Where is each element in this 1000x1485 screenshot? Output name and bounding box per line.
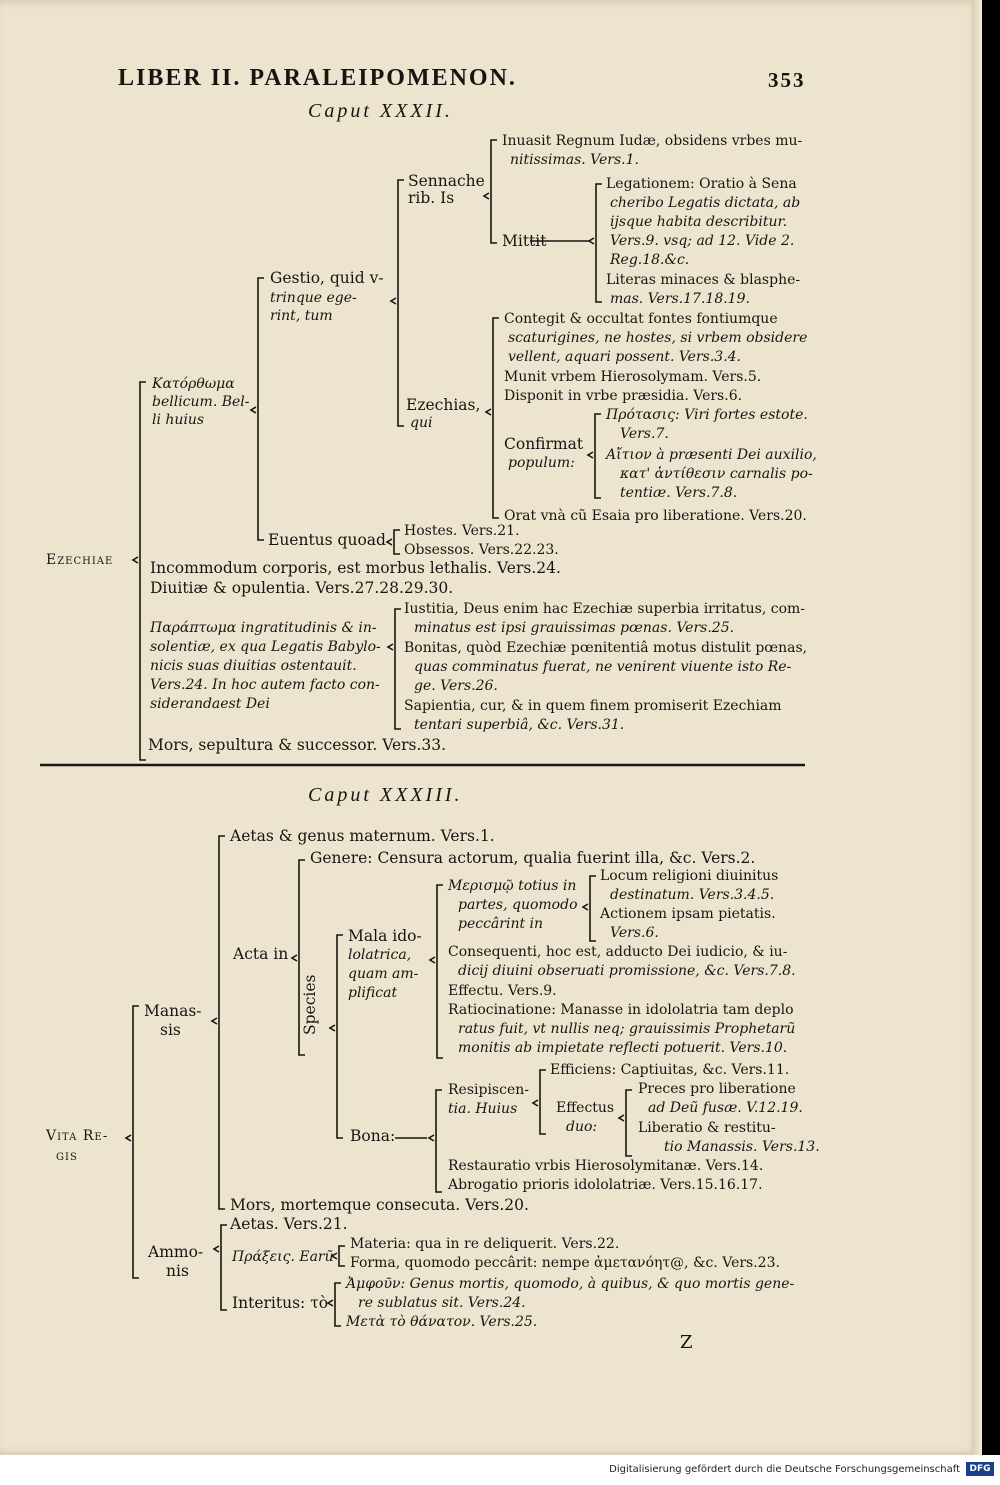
abrogatio-node: Abrogatio prioris idololatriæ. Vers.15.1… bbox=[448, 1177, 763, 1193]
page-number: 353 bbox=[768, 68, 806, 92]
efficiens-node: Efficiens: Captiuitas, &c. Vers.11. bbox=[550, 1062, 790, 1078]
restauratio-node: Restauratio vrbis Hierosolymitanæ. Vers.… bbox=[448, 1158, 764, 1174]
species-label: Species bbox=[301, 974, 319, 1035]
aetas-node: Aetas. Vers.21. bbox=[230, 1215, 348, 1233]
chapter-32-heading: Caput XXXII. bbox=[308, 100, 453, 122]
obsessos-node: Obsessos. Vers.22.23. bbox=[404, 542, 559, 558]
forma-node: Forma, quomodo peccârit: nempe ἀμετανόητ… bbox=[350, 1255, 780, 1271]
chapter-33-heading: Caput XXXIII. bbox=[308, 784, 463, 806]
mors-manassis-node: Mors, mortemque consecuta. Vers.20. bbox=[230, 1196, 529, 1214]
disponit-node: Disponit in vrbe præsidia. Vers.6. bbox=[504, 388, 743, 404]
dfg-logo: DFG bbox=[966, 1462, 994, 1476]
acta-node: Acta in bbox=[233, 945, 289, 963]
euentus-node: Euentus quoad bbox=[268, 531, 386, 549]
footer-bar: Digitalisierung gefördert durch die Deut… bbox=[0, 1455, 1000, 1485]
mittit-node: Mittit bbox=[502, 232, 547, 250]
page-edge bbox=[972, 0, 982, 1455]
diuitiae-node: Diuitiæ & opulentia. Vers.27.28.29.30. bbox=[150, 579, 454, 597]
meta-node: Μετὰ τὸ θάνατον. Vers.25. bbox=[346, 1314, 538, 1330]
interitus-node: Interitus: τὸ bbox=[232, 1294, 329, 1312]
effectu-node: Effectu. Vers.9. bbox=[448, 983, 557, 999]
munit-node: Munit vrbem Hierosolymam. Vers.5. bbox=[504, 369, 762, 385]
praxeis-node: Πράξεις. Earũ bbox=[232, 1249, 334, 1265]
materia-node: Materia: qua in re deliquerit. Vers.22. bbox=[350, 1236, 620, 1252]
orat-node: Orat vnà cũ Esaia pro liberatione. Vers.… bbox=[504, 508, 807, 524]
aetas-genus-node: Aetas & genus maternum. Vers.1. bbox=[230, 827, 495, 845]
footer-credit: Digitalisierung gefördert durch die Deut… bbox=[609, 1464, 960, 1475]
hostes-node: Hostes. Vers.21. bbox=[404, 523, 520, 539]
running-header: LIBER II. PARALEIPOMENON. bbox=[118, 65, 517, 91]
bona-node: Bona: bbox=[350, 1127, 396, 1145]
incommodum-node: Incommodum corporis, est morbus lethalis… bbox=[150, 559, 561, 577]
mors-node: Mors, sepultura & successor. Vers.33. bbox=[148, 736, 447, 754]
signature-mark: Z bbox=[680, 1332, 693, 1353]
root-ezechiae: Ezechiae bbox=[46, 552, 114, 568]
genere-node: Genere: Censura actorum, qualia fuerint … bbox=[310, 849, 756, 867]
bracket-lines bbox=[40, 139, 805, 1327]
